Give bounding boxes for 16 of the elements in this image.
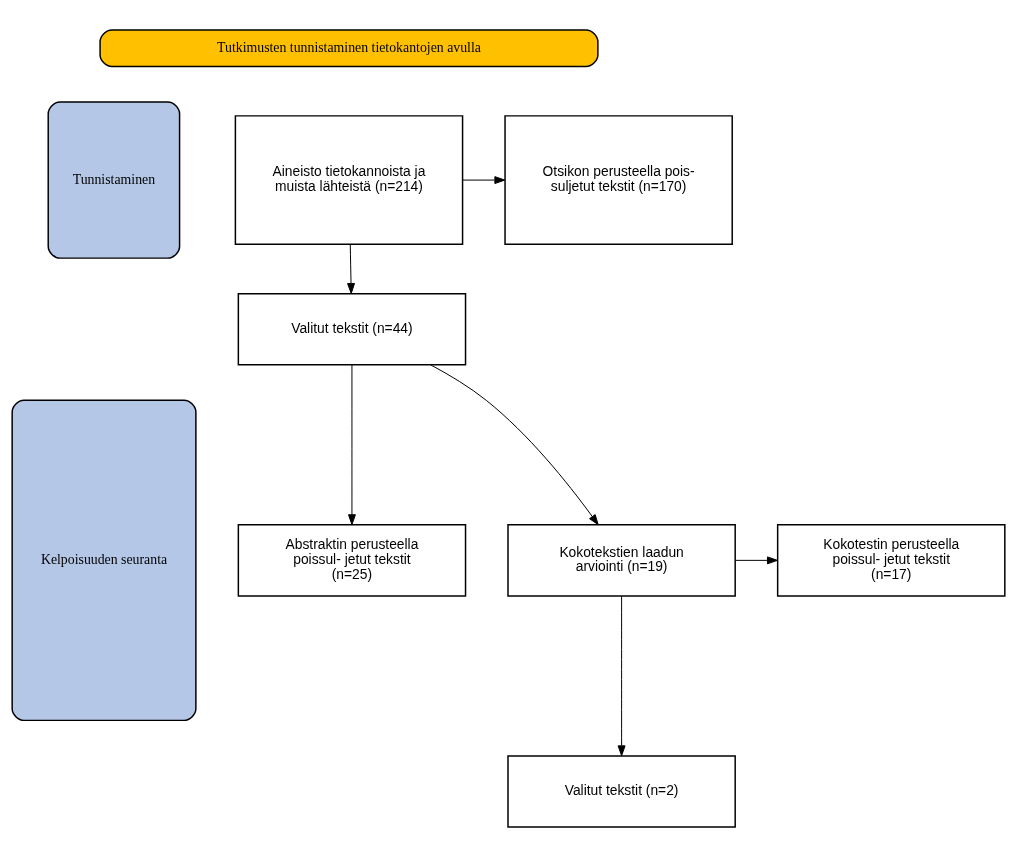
arrow: [347, 243, 355, 294]
arrow: [462, 176, 506, 185]
arrow: [734, 556, 778, 565]
node-box: Tunnistaminen: [47, 101, 181, 259]
node-box: Otsikon perusteella pois- suljetut tekstit (n=170): [504, 115, 733, 246]
node-box: Valitut tekstit (n=44): [237, 292, 467, 366]
node-box: Abstraktin perusteella poissul- jetut tekstit (n=25): [237, 524, 467, 597]
node-box: Aineisto tietokannoista ja muista lähteistä (n=214): [234, 115, 464, 246]
node-box: Kelpoisuuden seuranta: [11, 399, 197, 722]
node-box: Kokotestin perusteella poissul- jetut tekstit (n=17): [776, 524, 1006, 597]
node-box: Kokotekstien laadun arviointi (n=19): [507, 524, 736, 597]
arrow: [430, 364, 599, 526]
node-box: Tutkimusten tunnistaminen tietokantojen avulla: [99, 29, 599, 68]
node-box: Valitut tekstit (n=2): [507, 755, 736, 828]
arrow: [617, 595, 626, 757]
arrow: [348, 364, 356, 526]
